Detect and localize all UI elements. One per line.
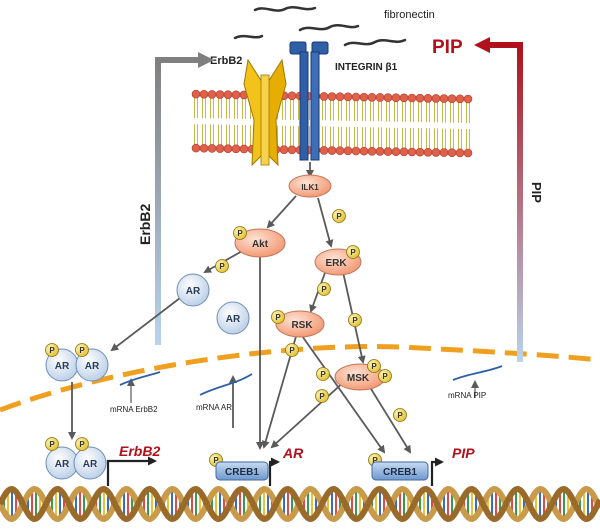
msk-label: MSK: [347, 373, 370, 384]
phospho-rsk-creb-icon: P: [315, 389, 329, 403]
phospho-ar-cyto-b-icon: P: [75, 343, 89, 357]
ar-dimer-cyto-a-label: AR: [55, 361, 70, 372]
ar-free-1: AR: [176, 273, 210, 307]
creb1-right: CREB1: [371, 461, 429, 481]
pip-top-label: PIP: [432, 37, 463, 58]
integrin-label: INTEGRIN β1: [335, 62, 398, 73]
ilk1-label: ILK1: [301, 183, 319, 192]
svg-text:P: P: [382, 372, 388, 381]
phospho-msk-b-icon: P: [378, 369, 392, 383]
svg-text:P: P: [219, 262, 225, 271]
svg-text:P: P: [213, 456, 219, 465]
svg-text:P: P: [397, 411, 403, 420]
svg-text:P: P: [321, 285, 327, 294]
phospho-ar-cyto-a-icon: P: [45, 343, 59, 357]
mrna-pip-label: mRNA PIP: [448, 391, 486, 400]
phospho-akt-icon: P: [233, 226, 247, 240]
pip-feedback-arrow: [488, 42, 523, 362]
ar-free-2: AR: [216, 301, 250, 335]
phospho-ilk1-icon: P: [332, 209, 346, 223]
svg-text:P: P: [289, 346, 295, 355]
erbb2-arrow-label: ErbB2: [137, 204, 153, 245]
phospho-ar-nuc-a-icon: P: [45, 437, 59, 451]
erk-label: ERK: [325, 258, 347, 269]
creb1-left-label: CREB1: [225, 467, 259, 478]
ilk1-node: ILK1: [288, 174, 332, 198]
svg-text:P: P: [320, 370, 326, 379]
mrna-erbb2-label: mRNA ErbB2: [110, 405, 158, 414]
erbb2-feedback-arrow: [155, 57, 200, 345]
mrna-strands: [119, 365, 503, 396]
rsk-node: RSK: [275, 310, 325, 338]
akt-node: Akt: [234, 228, 286, 258]
svg-text:P: P: [79, 346, 85, 355]
phospho-erk-rsk-icon: P: [317, 282, 331, 296]
svg-text:P: P: [49, 346, 55, 355]
gene-erbb2-label: ErbB2: [119, 443, 160, 459]
svg-text:P: P: [371, 362, 377, 371]
erbb2-receptor-label: ErbB2: [210, 55, 242, 67]
creb1-right-label: CREB1: [383, 467, 417, 478]
svg-text:P: P: [336, 212, 342, 221]
akt-label: Akt: [252, 239, 269, 250]
svg-text:P: P: [237, 229, 243, 238]
phospho-rsk-c-icon: P: [285, 343, 299, 357]
ar-dimer-cytoplasm: AR AR: [45, 348, 109, 382]
gene-ar-label: AR: [282, 445, 304, 461]
rsk-label: RSK: [291, 320, 313, 331]
svg-text:P: P: [352, 316, 358, 325]
phospho-rsk-b-icon: P: [348, 313, 362, 327]
svg-text:P: P: [79, 440, 85, 449]
erbb2-receptor: [243, 58, 287, 167]
phospho-rsk-a-icon: P: [271, 310, 285, 324]
erbb2-feedback-arrowhead: [198, 52, 214, 68]
fibronectin-strands: [233, 6, 407, 47]
phospho-ar-nuc-b-icon: P: [75, 437, 89, 451]
plasma-membrane: [191, 89, 473, 158]
ar-dimer-nuc-a-label: AR: [55, 459, 70, 470]
svg-text:P: P: [319, 392, 325, 401]
integrin-receptor: [289, 41, 329, 161]
fibronectin-label: fibronectin: [384, 9, 435, 21]
transcription-start-arrows: [106, 456, 444, 486]
phospho-msk-a-icon: P: [367, 359, 381, 373]
pip-arrow-label: PIP: [529, 182, 544, 203]
ar-free-2-label: AR: [226, 314, 241, 325]
ar-free-1-label: AR: [186, 286, 201, 297]
pip-feedback-arrowhead: [474, 37, 490, 53]
svg-text:P: P: [49, 440, 55, 449]
svg-text:P: P: [275, 313, 281, 322]
phospho-akt-ar-icon: P: [215, 259, 229, 273]
svg-text:P: P: [350, 248, 356, 257]
phospho-erk-icon: P: [346, 245, 360, 259]
ar-dimer-nuc-b-label: AR: [83, 459, 98, 470]
phospho-msk-creb-icon: P: [393, 408, 407, 422]
phospho-msk-c-icon: P: [316, 367, 330, 381]
nuclear-membrane: [0, 344, 600, 413]
ar-dimer-nucleus: AR AR: [45, 446, 107, 480]
gene-pip-label: PIP: [452, 445, 475, 461]
dna-helix: [0, 485, 600, 523]
creb1-left: CREB1: [215, 461, 269, 481]
ar-dimer-cyto-b-label: AR: [85, 361, 100, 372]
svg-text:P: P: [372, 456, 378, 465]
mrna-ar-label: mRNA AR: [196, 403, 232, 412]
